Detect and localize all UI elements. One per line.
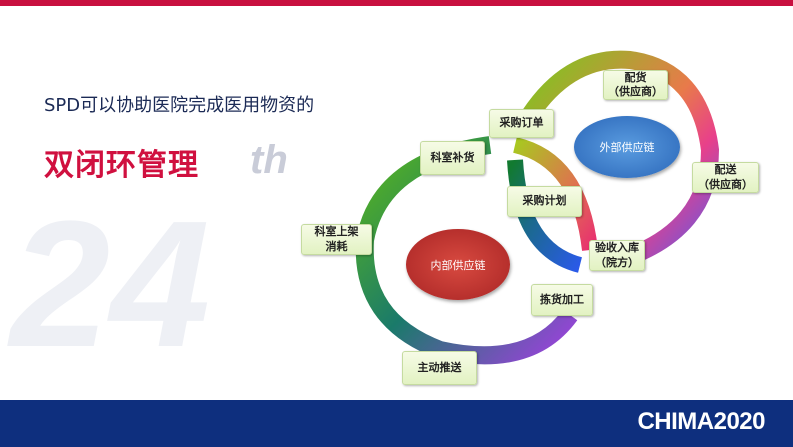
- inner-loop-arrow: [355, 136, 578, 365]
- node-peihuo: 配货（供应商）: [603, 70, 668, 100]
- node-push: 主动推送: [402, 351, 477, 385]
- node-receiving: 验收入库（院方）: [589, 240, 645, 271]
- outer-loop-arrow: [522, 50, 720, 269]
- decorative-number: 24: [10, 184, 211, 385]
- top-accent-bar: [0, 0, 793, 6]
- node-label: 科室上架: [314, 225, 359, 239]
- node-label: （供应商）: [698, 177, 753, 191]
- node-picking: 拣货加工: [531, 284, 593, 316]
- slide-title: 双闭环管理: [44, 148, 199, 183]
- node-label: 消耗: [325, 239, 348, 253]
- node-dept-replenish: 科室补货: [420, 141, 485, 175]
- node-purchase-plan: 采购计划: [507, 186, 582, 217]
- node-label: 验收入库: [595, 241, 639, 255]
- decorative-th: th: [250, 138, 288, 182]
- node-peisong: 配送（供应商）: [692, 162, 759, 193]
- closed-loop-diagram: 外部供应链 内部供应链 配货（供应商） 配送（供应商） 采购订单 科室补货 采购…: [290, 50, 770, 390]
- node-label: （供应商）: [608, 85, 663, 98]
- footer-bar: [0, 400, 793, 447]
- node-label: 配货: [624, 70, 647, 84]
- node-purchase-order: 采购订单: [489, 109, 554, 138]
- cross-arrow-up: [507, 159, 583, 273]
- node-label: 配送: [714, 163, 737, 177]
- loop-arrows: [355, 50, 720, 365]
- cross-arrow-down: [512, 137, 598, 251]
- outer-supply-chain-ellipse: 外部供应链: [574, 116, 680, 178]
- inner-supply-chain-ellipse: 内部供应链: [406, 229, 510, 300]
- slide-subtitle: SPD可以协助医院完成医用物资的: [44, 95, 315, 116]
- node-label: （院方）: [595, 255, 639, 269]
- node-dept-shelve: 科室上架消耗: [301, 224, 372, 255]
- chima-logo: CHIMA2020: [637, 408, 765, 435]
